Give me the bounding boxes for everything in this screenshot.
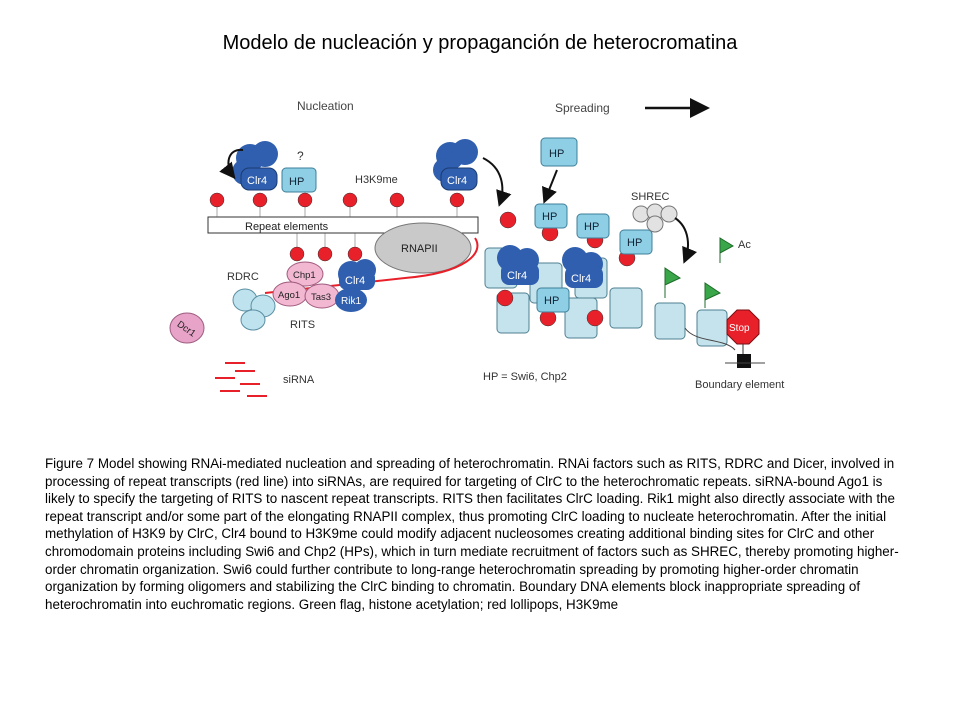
shrec-arrow: [674, 217, 697, 264]
ac-label: Ac: [738, 239, 751, 251]
heterochromatin-model-figure: Nucleation Spreading Repeat elements Clr…: [165, 88, 785, 413]
hp-label-b: HP: [542, 211, 557, 223]
stop-sign: [726, 309, 760, 345]
clr4-rik1-complex: Clr4 Rik1: [335, 259, 376, 312]
hp-arrow: [542, 169, 558, 204]
nucleation-label: Nucleation: [297, 99, 354, 113]
clr4-label-s1: Clr4: [507, 270, 527, 282]
acetylation-flags: [664, 237, 735, 308]
tas3-label: Tas3: [311, 292, 331, 303]
slide-title: Modelo de nucleación y propaganción de h…: [222, 32, 738, 54]
h3k9me-lollipops-top: [209, 192, 465, 217]
repeat-elements-label: Repeat elements: [245, 221, 329, 233]
sirna-dashes: [215, 362, 267, 397]
clr4-label-left: Clr4: [247, 175, 267, 187]
dna-linker: [684, 327, 736, 351]
question-mark: ?: [297, 149, 304, 163]
chp1-label: Chp1: [293, 270, 316, 281]
hp-boxes-spreading: HP HP HP HP HP: [534, 137, 653, 313]
shrec-label: SHREC: [631, 191, 670, 203]
h3k9me-label: H3K9me: [355, 174, 398, 186]
clr4-label-s2: Clr4: [571, 273, 591, 285]
figure-svg: Nucleation Spreading Repeat elements Clr…: [169, 98, 784, 397]
clr4-label-lower: Clr4: [345, 275, 365, 287]
clr4-cluster-spreading-1: Clr4: [497, 245, 539, 285]
repeat-transcript-line: [264, 237, 479, 294]
hp-label-left: HP: [289, 176, 304, 188]
h3k9me-lollipops-bottom: [289, 233, 363, 262]
spreading-label: Spreading: [555, 101, 610, 115]
sirna-label: siRNA: [283, 374, 315, 386]
clr4-cluster-left: Clr4: [232, 141, 278, 191]
rdrc-complex: [232, 288, 276, 331]
hp-label-e: HP: [544, 295, 559, 307]
shrec-complex: [632, 203, 678, 233]
figure-caption: Figure 7 Model showing RNAi-mediated nuc…: [45, 456, 899, 612]
boundary-element-label: Boundary element: [695, 379, 784, 391]
hp-label-d: HP: [627, 237, 642, 249]
clr4-cluster-middle: Clr4: [433, 139, 478, 191]
hp-label-a: HP: [549, 148, 564, 160]
hp-label-c: HP: [584, 221, 599, 233]
clr4-cluster-spreading-2: Clr4: [562, 247, 603, 288]
rnapii-label: RNAPII: [401, 243, 438, 255]
stop-label: Stop: [729, 323, 750, 334]
hp-box-left: [281, 167, 317, 193]
dcr1-blob: [169, 312, 205, 344]
ago1-label: Ago1: [278, 290, 300, 301]
rik1-label: Rik1: [341, 296, 361, 307]
clr4-label-middle: Clr4: [447, 175, 467, 187]
nucleation-curved-arrow: [219, 148, 244, 180]
clr4-spread-arrow: [482, 157, 512, 207]
boundary-element-block: [737, 354, 751, 368]
rdrc-label: RDRC: [227, 271, 259, 283]
rits-label: RITS: [290, 319, 315, 331]
rnapii-ellipse: [374, 222, 472, 274]
hp-legend: HP = Swi6, Chp2: [483, 371, 567, 383]
rits-complex: Chp1 Ago1 Tas3: [272, 261, 340, 309]
